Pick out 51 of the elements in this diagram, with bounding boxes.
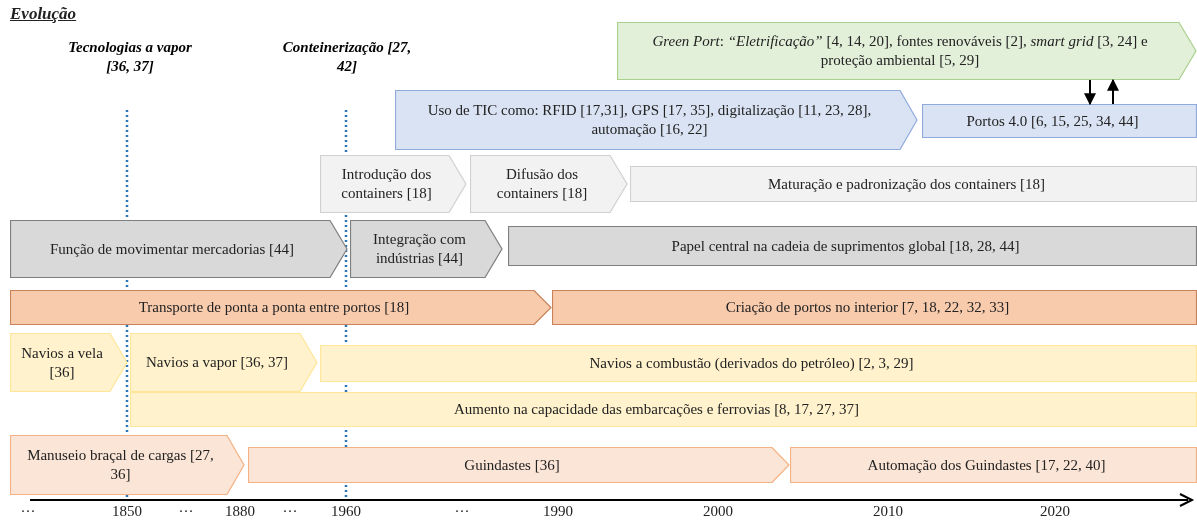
band-text: Manuseio braçal de cargas [27, 36]	[26, 446, 215, 484]
arrow	[1107, 78, 1119, 105]
chevron-band	[10, 290, 552, 325]
axis-tick-label: ···	[177, 503, 195, 520]
chevron-band	[350, 220, 503, 278]
axis-tick-label: 1880	[224, 503, 256, 520]
band-text: Navios a vapor [36, 37]	[144, 353, 289, 372]
band-text: Aumento na capacidade das embarcações e ferrovias [8, 17, 27, 37]	[452, 400, 861, 419]
axis-tick-label: 1990	[542, 503, 574, 520]
axis-tick-label: 2000	[702, 503, 734, 520]
band-text: Introdução dos containers [18]	[340, 165, 433, 203]
chevron-band	[10, 220, 348, 278]
axis-tick-label: 1850	[111, 503, 143, 520]
chevron-band	[10, 435, 245, 495]
diagram-title: Evolução	[10, 4, 77, 24]
chevron-band	[130, 333, 318, 392]
era-heading: Tecnologias a vapor [36, 37]	[67, 38, 193, 76]
band-text: Papel central na cadeia de suprimentos global [18, 28, 44]	[670, 236, 1021, 256]
timeline-band	[630, 166, 1197, 202]
band-text: Maturação e padronização dos containers [18]	[767, 174, 1046, 194]
band-text: Green Port: “Eletrificação” [4, 14, 20], fontes renováveis [2], smart grid [3, 24] e proteção ambiental [5, 29]	[651, 32, 1149, 70]
chevron-band	[395, 90, 918, 150]
band-text: Difusão dos containers [18]	[495, 165, 589, 203]
band-text: Navios a combustão (derivados do petróleo) [2, 3, 29]	[588, 354, 915, 373]
timeline-band	[922, 104, 1197, 138]
chevron-band	[10, 333, 128, 392]
band-text: Guindastes [36]	[463, 455, 561, 475]
band-text: Navios a vela [36]	[20, 343, 104, 382]
band-text: Função de movimentar mercadorias [44]	[48, 239, 296, 259]
band-text: Criação de portos no interior [7, 18, 22, 32, 33]	[724, 298, 1011, 317]
band-text: Automação dos Guindastes [17, 22, 40]	[866, 455, 1107, 475]
chevron-band	[248, 447, 790, 483]
era-heading: Conteinerização [27, 42]	[282, 38, 412, 76]
band-text: Portos 4.0 [6, 15, 25, 34, 44]	[965, 111, 1140, 131]
timeline-band	[790, 447, 1197, 483]
axis-tick-label: ···	[453, 503, 471, 520]
chevron-band	[470, 155, 628, 213]
band-text: Integração com indústrias [44]	[372, 230, 467, 268]
timeline-band	[552, 290, 1197, 325]
band-text: Transporte de ponta a ponta entre portos [18]	[137, 298, 411, 317]
timeline-band	[320, 345, 1197, 382]
axis-tick-label: 2020	[1039, 503, 1071, 520]
timeline-band	[508, 226, 1197, 266]
axis-tick-label: ···	[19, 503, 37, 520]
axis-tick-label: 2010	[872, 503, 904, 520]
arrow	[1084, 79, 1096, 106]
chevron-band	[320, 155, 467, 213]
band-text: Uso de TIC como: RFID [17,31], GPS [17, 35], digitalização [11, 23, 28], automação [16, 22]	[426, 101, 873, 139]
axis-tick-label: 1960	[330, 503, 362, 520]
chevron-band	[617, 22, 1197, 80]
axis-tick-label: ···	[281, 503, 299, 520]
